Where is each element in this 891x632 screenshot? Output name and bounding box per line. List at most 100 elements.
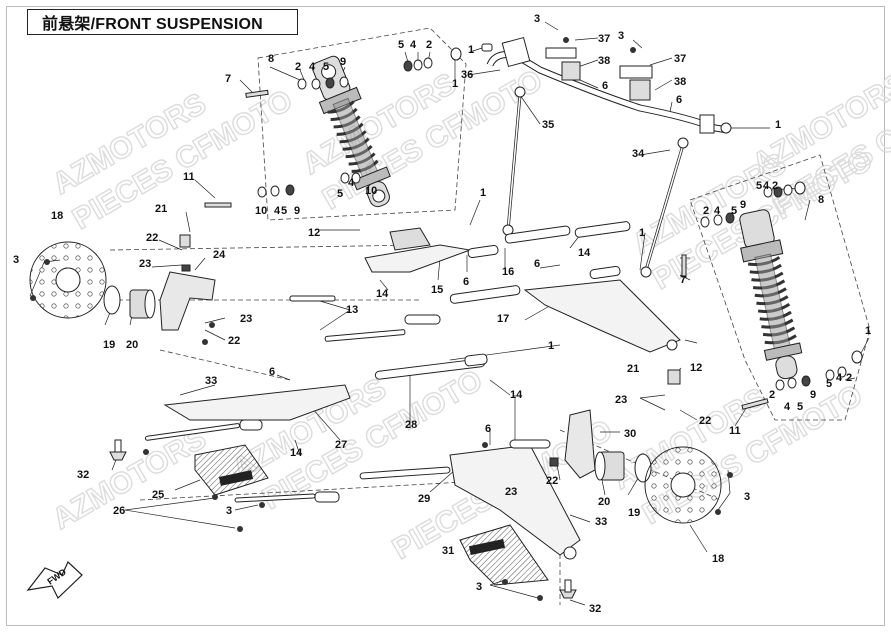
callout-14: 14 (578, 247, 591, 259)
callout-3: 3 (13, 254, 19, 266)
callout-1: 1 (639, 227, 645, 239)
callout-13: 13 (346, 304, 358, 316)
callout-12: 12 (308, 227, 320, 239)
callout-7: 7 (225, 73, 231, 85)
callout-1: 1 (468, 44, 474, 56)
callout-4: 4 (836, 372, 843, 384)
ball-joints (109, 439, 577, 599)
callout-2: 2 (295, 61, 301, 73)
callout-6: 6 (676, 94, 682, 106)
callout-16: 16 (502, 266, 514, 278)
bearings-and-rings (103, 285, 652, 483)
callout-10: 10 (365, 185, 377, 197)
callout-17: 17 (497, 313, 509, 325)
callout-9: 9 (294, 205, 300, 217)
callout-37: 37 (598, 33, 610, 45)
callout-4: 4 (274, 205, 281, 217)
callout-29: 29 (418, 493, 430, 505)
callout-35: 35 (542, 119, 554, 131)
callout-14: 14 (510, 389, 523, 401)
callout-2: 2 (846, 372, 852, 384)
callout-4: 4 (714, 205, 721, 217)
callout-19: 19 (103, 339, 115, 351)
callout-2: 2 (772, 180, 778, 192)
callout-4: 4 (784, 401, 791, 413)
callout-18: 18 (51, 210, 63, 222)
callout-5: 5 (281, 205, 287, 217)
callout-22: 22 (146, 232, 158, 244)
callout-6: 6 (463, 276, 469, 288)
callout-23: 23 (505, 486, 517, 498)
callout-7: 7 (680, 274, 686, 286)
callout-27: 27 (335, 439, 347, 451)
steering-knuckles (159, 234, 681, 479)
callout-6: 6 (269, 366, 275, 378)
callout-4: 4 (309, 61, 316, 73)
right-shock-absorber (681, 181, 863, 410)
callout-22: 22 (228, 335, 240, 347)
callout-25: 25 (152, 489, 164, 501)
callout-23: 23 (240, 313, 252, 325)
callout-30: 30 (624, 428, 636, 440)
callout-37: 37 (674, 53, 686, 65)
skid-plates (194, 444, 549, 586)
callout-22: 22 (699, 415, 711, 427)
left-shock-absorber (204, 43, 493, 208)
watermark-text: AZMOTORS (47, 422, 212, 536)
callout-5: 5 (337, 188, 343, 200)
callout-34: 34 (632, 148, 645, 160)
callout-9: 9 (340, 56, 346, 68)
callout-15: 15 (431, 284, 443, 296)
callout-2: 2 (769, 389, 775, 401)
stabilizer-bar (486, 36, 732, 278)
callout-2: 2 (426, 39, 432, 51)
callout-26: 26 (113, 505, 125, 517)
callout-20: 20 (598, 496, 610, 508)
callout-22: 22 (546, 475, 558, 487)
callout-36: 36 (461, 69, 473, 81)
callout-5: 5 (398, 39, 404, 51)
callout-32: 32 (589, 603, 601, 615)
callout-3: 3 (744, 491, 750, 503)
callout-12: 12 (690, 362, 702, 374)
callout-5: 5 (797, 401, 803, 413)
callout-18: 18 (712, 553, 724, 565)
callout-31: 31 (442, 545, 454, 557)
callout-1: 1 (452, 78, 458, 90)
callout-11: 11 (183, 171, 195, 183)
callout-20: 20 (126, 339, 138, 351)
callout-19: 19 (628, 507, 640, 519)
diagram-title-box: 前悬架/FRONT SUSPENSION (27, 9, 298, 35)
callout-23: 23 (139, 258, 151, 270)
callout-6: 6 (485, 423, 491, 435)
lower-a-arms (144, 353, 581, 560)
callout-9: 9 (810, 389, 816, 401)
callout-1: 1 (480, 187, 486, 199)
callout-8: 8 (818, 194, 824, 206)
callout-38: 38 (674, 76, 686, 88)
upper-a-arms (289, 221, 681, 353)
callout-8: 8 (268, 53, 274, 65)
callout-33: 33 (205, 375, 217, 387)
callout-3: 3 (476, 581, 482, 593)
callout-5: 5 (756, 180, 762, 192)
page-title: 前悬架/FRONT SUSPENSION (42, 16, 263, 33)
callout-4: 4 (410, 39, 417, 51)
callout-5: 5 (826, 378, 832, 390)
callout-23: 23 (615, 394, 627, 406)
callout-33: 33 (595, 516, 607, 528)
callout-38: 38 (598, 55, 610, 67)
callout-9: 9 (740, 199, 746, 211)
callout-24: 24 (213, 249, 226, 261)
callout-21: 21 (627, 363, 639, 375)
callout-11: 11 (729, 425, 741, 437)
right-shock-group-outline (689, 154, 871, 421)
callout-4: 4 (763, 180, 770, 192)
callout-1: 1 (865, 325, 871, 337)
callout-6: 6 (534, 258, 540, 270)
callout-3: 3 (618, 30, 624, 42)
callout-32: 32 (77, 469, 89, 481)
fasteners (30, 37, 733, 601)
